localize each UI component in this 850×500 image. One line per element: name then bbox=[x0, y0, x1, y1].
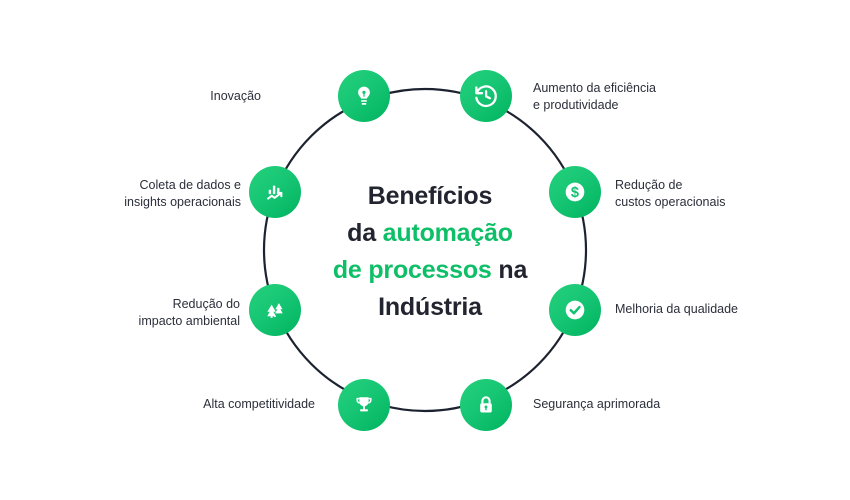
trees-icon bbox=[263, 298, 287, 322]
node-qualidade[interactable] bbox=[549, 284, 601, 336]
title-line-2a: da bbox=[347, 219, 383, 247]
label-custos: Redução de custos operacionais bbox=[615, 178, 726, 209]
svg-text:$: $ bbox=[571, 185, 579, 201]
label-qualidade: Melhoria da qualidade bbox=[615, 302, 739, 316]
clock-rewind-icon bbox=[473, 83, 499, 109]
center-title: Benefícios da automação de processos na … bbox=[305, 178, 555, 326]
node-eficiencia[interactable] bbox=[460, 70, 512, 122]
dollar-icon: $ bbox=[562, 179, 588, 205]
title-line-1: Benefícios bbox=[367, 182, 493, 210]
label-inovacao: Inovação bbox=[210, 89, 261, 103]
node-ambiental[interactable] bbox=[249, 284, 301, 336]
label-competitividade: Alta competitividade bbox=[203, 397, 315, 411]
title-line-2b: automação bbox=[382, 219, 513, 247]
node-competitividade[interactable] bbox=[338, 379, 390, 431]
trophy-icon bbox=[352, 393, 376, 417]
label-eficiencia: Aumento da eficiência e produtividade bbox=[533, 81, 656, 112]
node-seguranca[interactable] bbox=[460, 379, 512, 431]
title-line-4: Indústria bbox=[378, 293, 482, 321]
node-custos[interactable]: $ bbox=[549, 166, 601, 218]
title-line-3a: de processos bbox=[332, 256, 492, 284]
lightbulb-icon bbox=[352, 84, 376, 108]
label-ambiental: Redução do impacto ambiental bbox=[138, 297, 240, 328]
node-inovacao[interactable] bbox=[338, 70, 390, 122]
title-line-3b: na bbox=[491, 256, 528, 284]
lock-icon bbox=[474, 393, 498, 417]
bar-chart-trend-icon bbox=[263, 180, 288, 205]
ring-circle bbox=[262, 87, 588, 413]
label-seguranca: Segurança aprimorada bbox=[533, 397, 661, 411]
check-circle-icon bbox=[562, 297, 588, 323]
label-dados: Coleta de dados e insights operacionais bbox=[124, 178, 241, 209]
node-dados[interactable] bbox=[249, 166, 301, 218]
